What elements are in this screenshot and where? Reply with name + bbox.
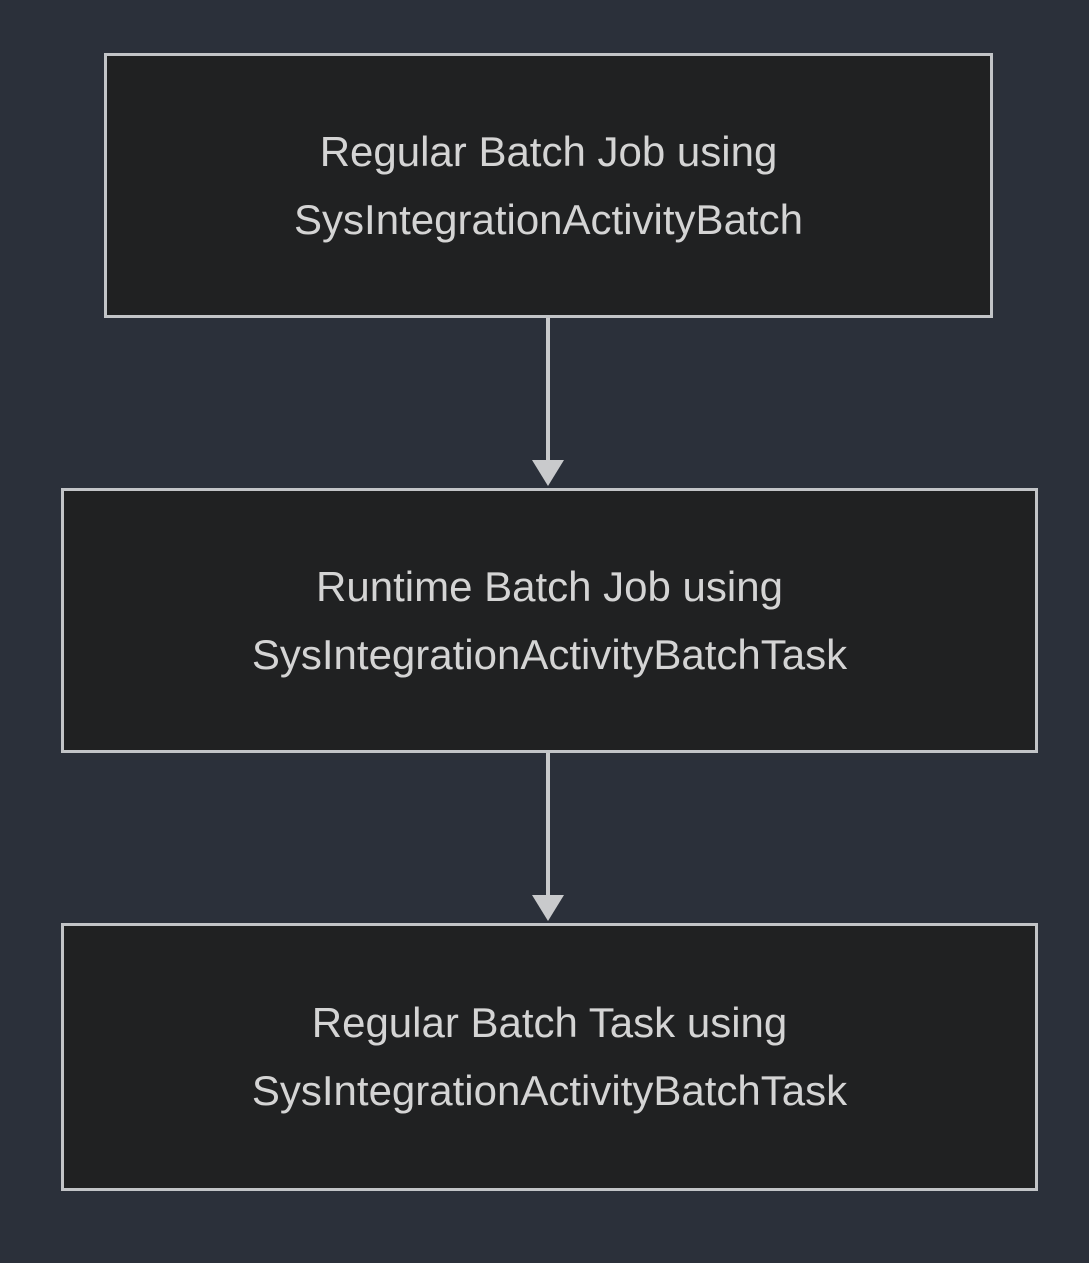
arrowhead-icon [532, 895, 564, 921]
node-label-line: SysIntegrationActivityBatch [294, 195, 803, 243]
arrowhead-icon [532, 460, 564, 486]
node-label-line: SysIntegrationActivityBatchTask [251, 630, 848, 678]
node-regular-batch-job: Regular Batch Job using SysIntegrationAc… [104, 53, 993, 318]
node-label-line: Regular Batch Job using [319, 127, 778, 175]
node-label-line: Regular Batch Task using [311, 999, 788, 1046]
node-regular-batch-task: Regular Batch Task using SysIntegrationA… [61, 923, 1038, 1191]
arrow-down-2 [532, 753, 564, 921]
node-label-line: SysIntegrationActivityBatchTask [251, 1067, 848, 1114]
arrow-down-1 [532, 318, 564, 486]
node-label-line: Runtime Batch Job using [316, 562, 783, 610]
node-runtime-batch-job: Runtime Batch Job using SysIntegrationAc… [61, 488, 1038, 753]
